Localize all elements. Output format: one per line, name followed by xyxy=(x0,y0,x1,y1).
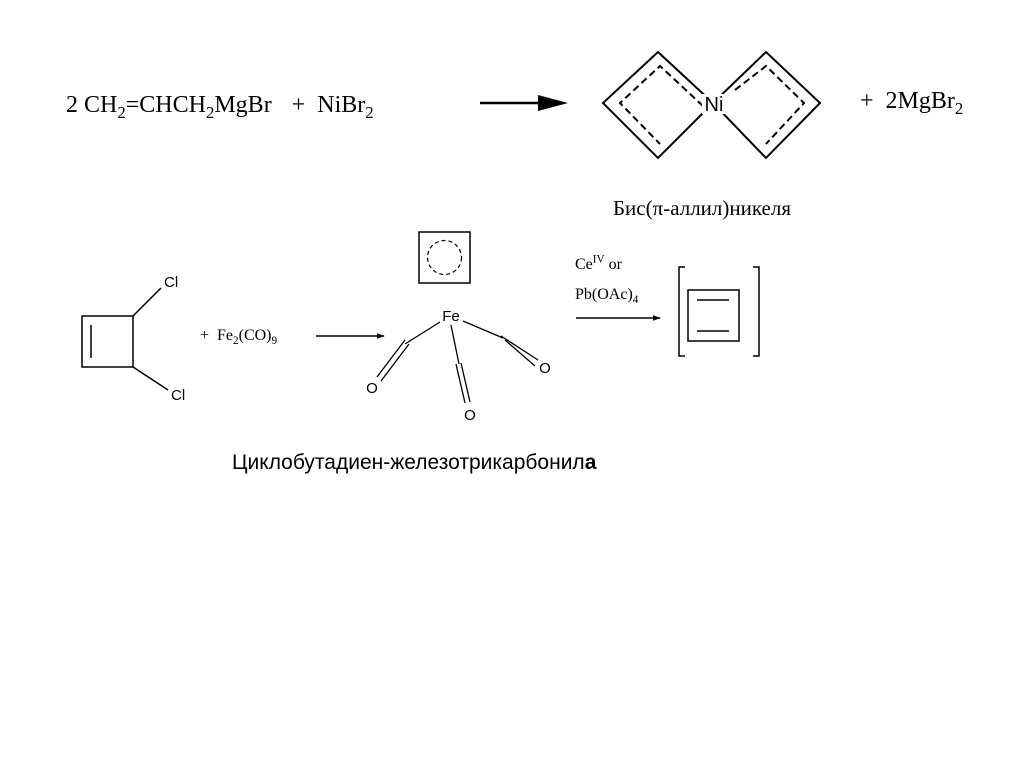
plus-sign: + xyxy=(860,88,874,114)
reaction1-byproduct: + 2MgBr2 xyxy=(860,88,964,118)
carbonyl-oxygen-right: O xyxy=(539,360,551,377)
right-allyl-ring xyxy=(711,50,822,160)
bis-allyl-nickel-name: Бис(π-аллил)никеля xyxy=(613,196,791,220)
left-bracket xyxy=(678,266,685,357)
chlorine-bottom-label: Cl xyxy=(171,387,185,404)
magnesium-bromide-formula: 2MgBr2 xyxy=(885,88,964,118)
allyl-grignard-formula: CH2=CHCH2MgBr xyxy=(84,92,272,122)
left-allyl-ring xyxy=(601,50,715,160)
cyclobutadiene-ligand xyxy=(418,231,471,284)
bis-allyl-nickel-structure xyxy=(601,50,822,160)
dichlorocyclobutene-structure xyxy=(81,287,169,391)
carbonyl-ligands xyxy=(376,320,539,404)
plus-sign: + xyxy=(291,92,306,118)
oxidant-condition-line1: CeIV or xyxy=(575,253,622,273)
oxidant-condition-line2: Pb(OAc)4 xyxy=(575,286,639,306)
nickel-bromide-formula: NiBr2 xyxy=(317,92,374,122)
chlorine-top-label: Cl xyxy=(164,274,178,291)
iron-atom-label: Fe xyxy=(442,308,460,325)
cyclobutadiene-iron-tricarbonyl-name: Циклобутадиен-железотрикарбонила xyxy=(232,451,597,474)
carbonyl-oxygen-left: O xyxy=(366,380,378,397)
carbonyl-oxygen-middle: O xyxy=(464,407,476,424)
diiron-nonacarbonyl-formula: Fe2(CO)9 xyxy=(217,327,278,347)
reaction1-reactants: 2 CH2=CHCH2MgBr + NiBr2 xyxy=(66,92,374,122)
cyclobutadiene-product xyxy=(678,266,760,357)
reaction2-reagent: + Fe2(CO)9 xyxy=(200,327,278,347)
nickel-atom-label: Ni xyxy=(705,94,724,116)
right-bracket xyxy=(753,266,760,357)
plus-sign: + xyxy=(200,327,210,344)
reaction1-arrow xyxy=(480,95,568,111)
coefficient: 2 xyxy=(66,92,78,118)
